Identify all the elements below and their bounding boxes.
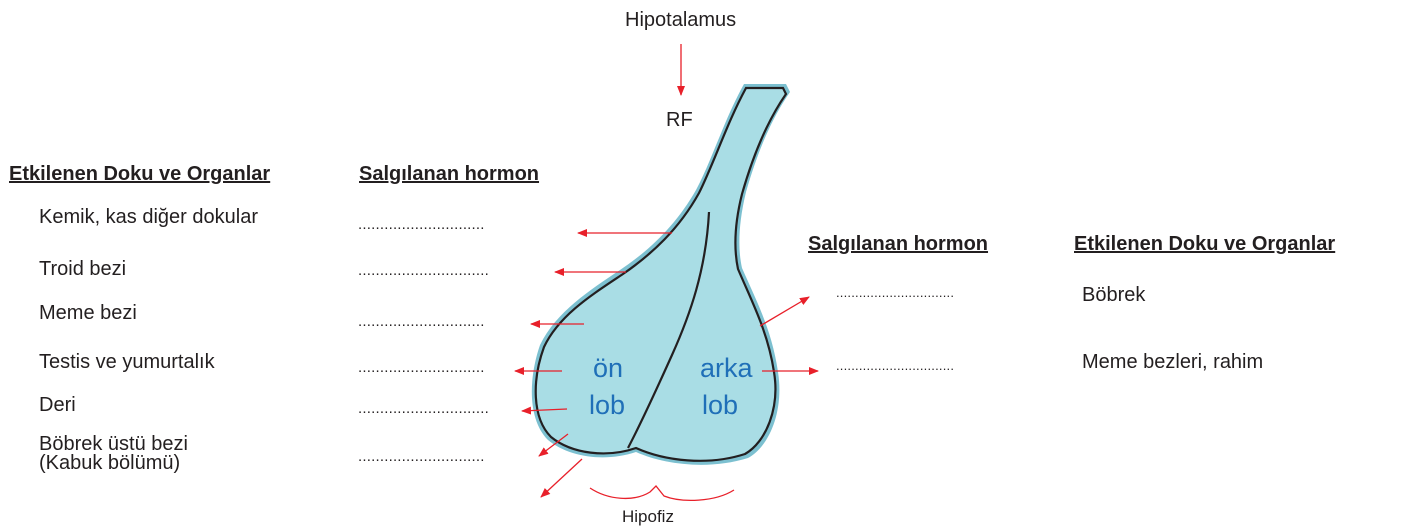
- right-tissue-kidney: Böbrek: [1082, 284, 1145, 306]
- right-tissue-uterus: Meme bezleri, rahim: [1082, 351, 1263, 373]
- right-hormone-header: Salgılanan hormon: [808, 233, 988, 255]
- left-hormone-blank-5[interactable]: ..............................: [358, 400, 489, 417]
- left-tissue-skin: Deri: [39, 394, 76, 416]
- front-lobe-label-1: ön: [593, 352, 623, 385]
- left-tissue-thyroid: Troid bezi: [39, 258, 126, 280]
- left-tissue-adrenal-line2: (Kabuk bölümü): [39, 454, 180, 473]
- left-hormone-header: Salgılanan hormon: [359, 163, 539, 185]
- right-tissues-header: Etkilenen Doku ve Organlar: [1074, 233, 1335, 255]
- pituitary-gland: [536, 88, 786, 461]
- front-lobe-label-2: lob: [589, 389, 625, 422]
- hipofiz-label: Hipofiz: [622, 507, 674, 527]
- arrow-bottom-left: [541, 459, 582, 497]
- right-hormone-blank-2[interactable]: ...............................: [836, 358, 954, 373]
- hypothalamus-label: Hipotalamus: [625, 9, 736, 31]
- left-hormone-blank-4[interactable]: .............................: [358, 359, 485, 376]
- left-hormone-blank-6[interactable]: .............................: [358, 448, 485, 465]
- left-hormone-blank-3[interactable]: .............................: [358, 313, 485, 330]
- left-tissues-header: Etkilenen Doku ve Organlar: [9, 163, 270, 185]
- left-hormone-blank-2[interactable]: ..............................: [358, 262, 489, 279]
- left-hormone-blank-1[interactable]: .............................: [358, 216, 485, 233]
- right-hormone-blank-1[interactable]: ...............................: [836, 285, 954, 300]
- left-tissue-mammary: Meme bezi: [39, 302, 137, 324]
- left-tissue-testis-ovary: Testis ve yumurtalık: [39, 351, 215, 373]
- left-tissue-bone-muscle: Kemik, kas diğer dokular: [39, 206, 258, 228]
- arrow-kidney: [760, 297, 809, 326]
- back-lobe-label-2: lob: [702, 389, 738, 422]
- back-lobe-label-1: arka: [700, 352, 753, 385]
- hipofiz-brace: [590, 486, 734, 500]
- rf-label: RF: [666, 109, 693, 131]
